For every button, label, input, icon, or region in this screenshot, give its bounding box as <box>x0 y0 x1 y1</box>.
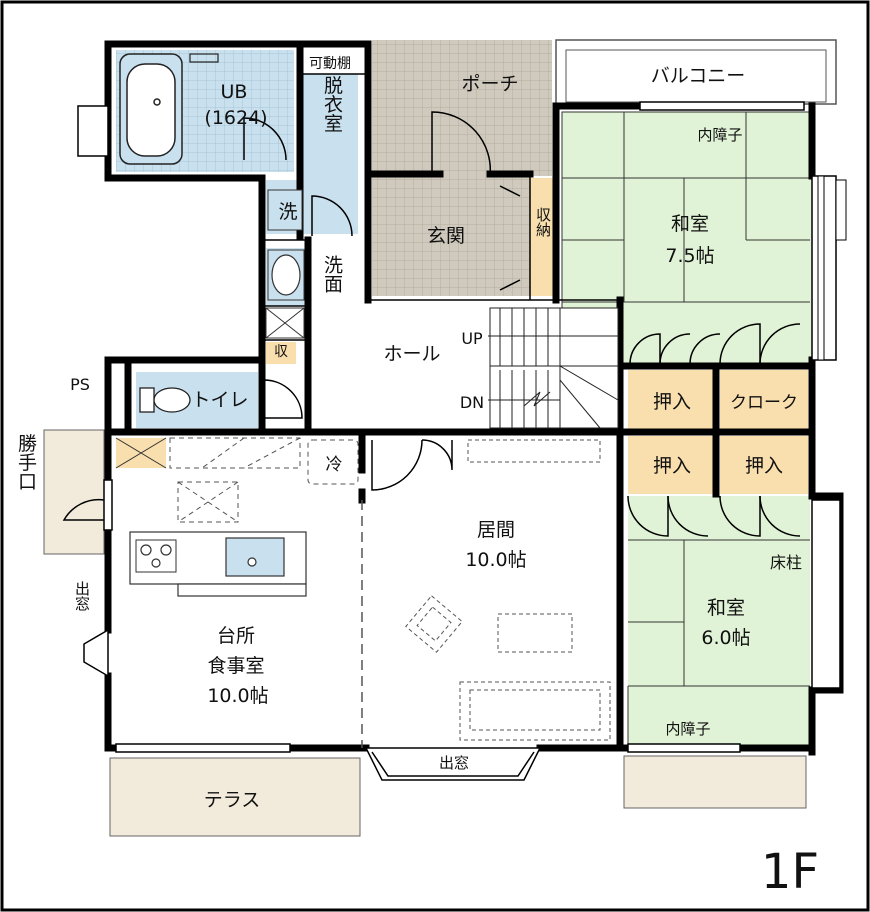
entrance-floor <box>372 176 530 296</box>
entrance-storage-floor <box>530 178 556 296</box>
cloak-floor <box>720 370 808 430</box>
living-size-label: 10.0帖 <box>465 549 526 571</box>
oshiire3-label: 押入 <box>745 455 783 477</box>
bay-window-bottom-label: 出窓 <box>439 754 469 772</box>
stairs-down-label: DN <box>460 393 484 412</box>
stairs-up-label: UP <box>461 329 483 348</box>
living-furniture <box>405 439 611 741</box>
balcony-label: バルコニー <box>651 65 746 87</box>
tokobashira-label: 床柱 <box>770 553 802 572</box>
fridge-label: 冷 <box>326 455 343 475</box>
floor-label: 1F <box>761 844 819 900</box>
inner-shoji-bottom-label: 内障子 <box>665 720 710 738</box>
storage-x-icon <box>265 307 305 339</box>
katteguchi-label: 勝手口 <box>15 433 37 490</box>
hall-label: ホール <box>383 343 440 365</box>
living-label: 居間 <box>477 519 515 541</box>
movable-shelf-label: 可動棚 <box>309 56 351 72</box>
toilet-icon <box>139 387 191 413</box>
kitchen-label: 台所 <box>217 625 255 647</box>
ps-label: PS <box>70 375 90 394</box>
inner-shoji-top-label: 内障子 <box>697 126 742 144</box>
east-window-frame <box>835 179 847 241</box>
bay-window-side <box>83 628 109 678</box>
kitchen-counter <box>129 531 307 597</box>
doors <box>62 111 801 537</box>
oshiire1-label: 押入 <box>653 391 691 413</box>
washroom-storage-floor <box>266 342 296 364</box>
dressing-room-label: 脱衣室 <box>321 75 343 132</box>
tatami-lines-1 <box>561 111 813 365</box>
corner-storage-x-icon <box>115 437 167 469</box>
east-window-inner <box>817 175 825 361</box>
porch-label: ポーチ <box>461 73 518 95</box>
ub-size-label: (1624) <box>204 107 267 129</box>
washbasin-icon <box>267 249 305 301</box>
toilet-label: トイレ <box>191 389 248 411</box>
upper-cabinets <box>169 437 359 523</box>
terrace-floor <box>109 757 361 837</box>
kitchen-size-label: 10.0帖 <box>207 685 268 707</box>
kitchen-label-2: 食事室 <box>207 655 264 677</box>
oshiire2-floor <box>628 436 716 494</box>
cloak-label: クローク <box>730 393 798 413</box>
walls <box>104 40 844 756</box>
staircase <box>488 307 619 429</box>
porch-floor <box>372 40 552 176</box>
balcony <box>555 39 837 105</box>
bath-exterior-unit-icon <box>77 105 109 157</box>
bay-window-south <box>364 747 542 781</box>
washitsu1-size-label: 7.5帖 <box>665 245 714 267</box>
washitsu2-size-label: 6.0帖 <box>701 627 750 649</box>
bath-shelf-icon <box>189 53 219 63</box>
bay-window-side-label: 出窓 <box>73 581 91 611</box>
entrance-label: 玄関 <box>427 225 465 247</box>
washitsu2-label: 和室 <box>707 597 745 619</box>
windows <box>103 101 805 753</box>
oshiire2-label: 押入 <box>653 455 691 477</box>
east-window-lower <box>811 499 841 689</box>
katteguchi-step <box>43 429 105 555</box>
south-step <box>623 755 807 809</box>
washitsu2-floor <box>628 496 810 746</box>
washbasin-label: 洗面 <box>321 255 343 293</box>
thin-partitions <box>262 73 620 341</box>
washroom-storage-label: 収 <box>274 344 288 360</box>
washer-icon <box>267 189 303 231</box>
tatami-lines-2 <box>627 539 810 746</box>
terrace-label: テラス <box>204 789 261 811</box>
movable-shelf-area <box>300 50 358 72</box>
washitsu1-label: 和室 <box>671 213 709 235</box>
washer-label: 洗 <box>278 201 297 223</box>
bathtub-icon <box>119 53 183 165</box>
entrance-storage-label: 収納 <box>534 207 552 238</box>
oshiire1-floor <box>628 370 716 430</box>
oshiire3-floor <box>720 436 808 494</box>
ub-label: UB <box>221 81 248 103</box>
